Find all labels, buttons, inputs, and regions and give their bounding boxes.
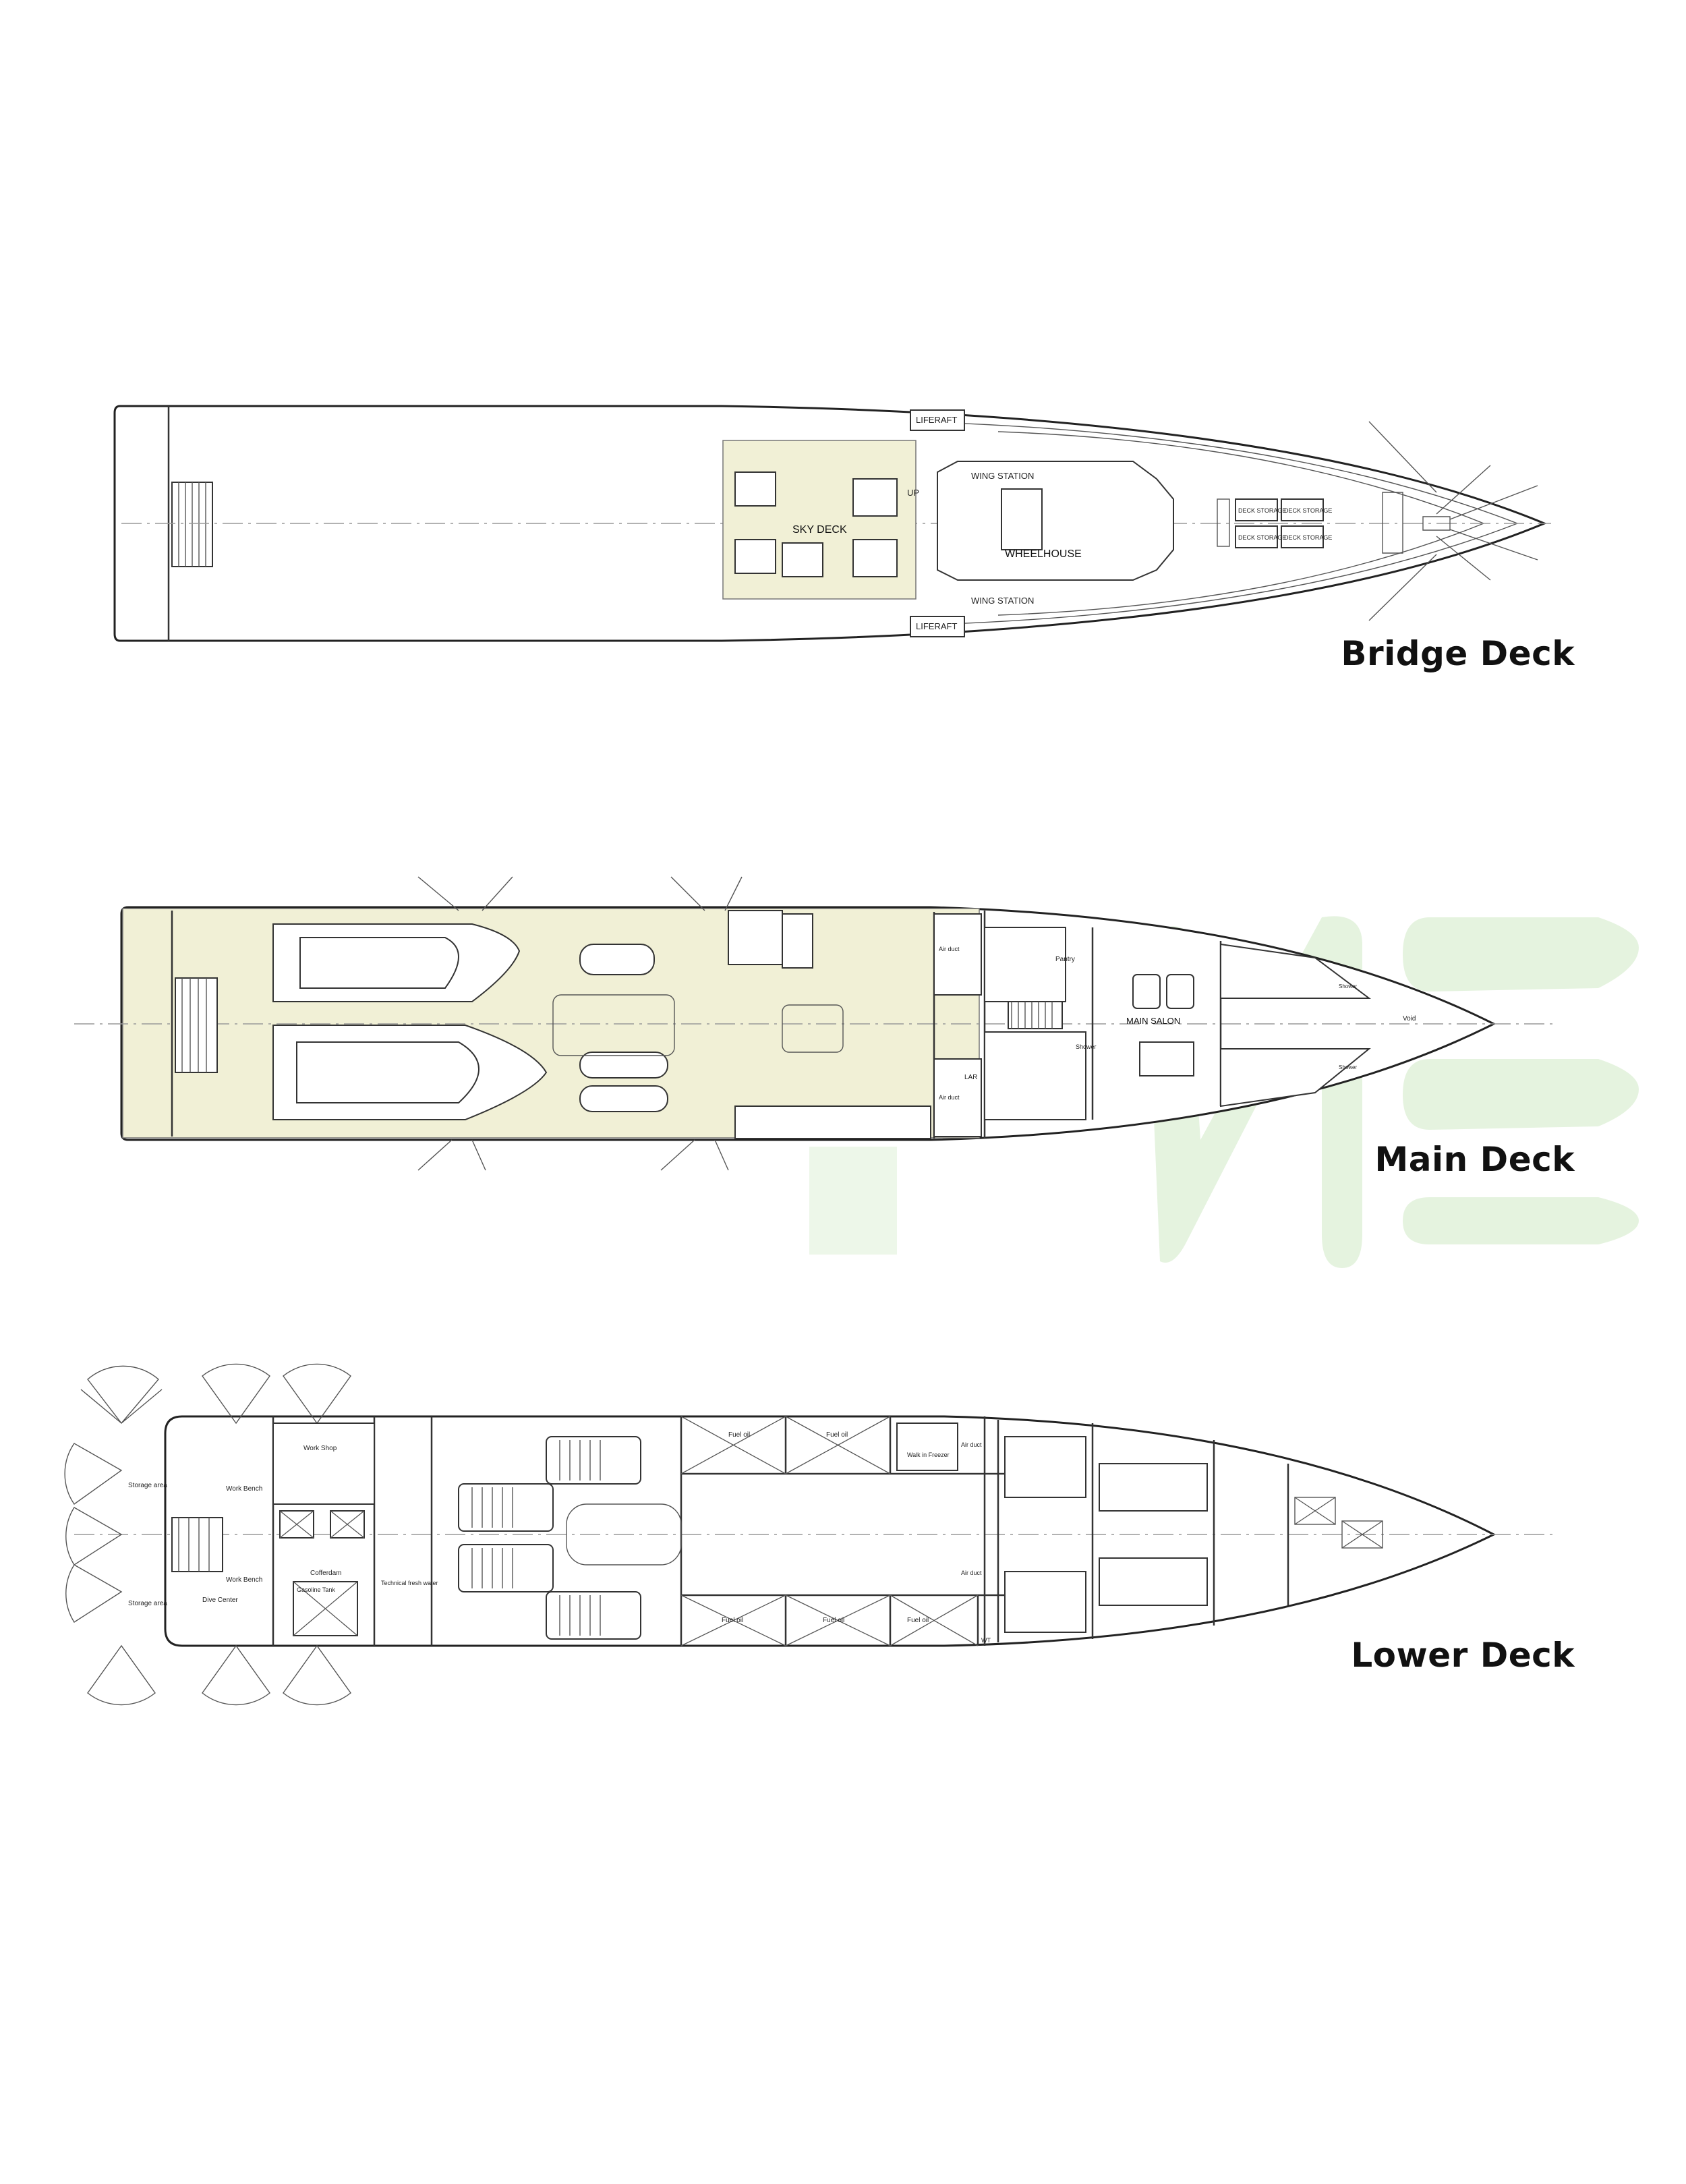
door-swings [64,1363,351,1706]
sky-deck-label: SKY DECK [792,524,847,536]
jetski-1 [579,1052,668,1079]
lower-deck-plan: Storage area Storage area Work Bench Wor… [64,1363,1558,1706]
storage-area-label-starboard: Storage area [128,1600,167,1607]
wheelhouse-label: WHEELHOUSE [1005,548,1082,560]
shower-label-aft: Shower [1076,1043,1097,1050]
lar-label: LAR [964,1074,977,1081]
fuel-oil-label-2: Fuel oil [826,1431,848,1439]
work-shop-label: Work Shop [303,1445,337,1452]
shower-label-starboard: Shower [1339,1064,1357,1070]
wing-station-label-starboard: WING STATION [971,596,1034,606]
liferaft-label-port: LIFERAFT [916,415,957,425]
air-duct-label-lower-port: Air duct [961,1441,982,1448]
void-label: Void [1403,1015,1416,1023]
fuel-oil-label-3: Fuel oil [722,1617,743,1624]
dive-center-label: Dive Center [202,1597,238,1604]
deck-storage-label-1: DECK STORAGE [1238,507,1286,514]
gasoline-tank-label: Gasoline Tank [297,1586,335,1593]
work-bench-label-port: Work Bench [226,1485,262,1493]
deck-storage-label-4: DECK STORAGE [1284,534,1332,541]
air-duct-label-starboard: Air duct [939,1094,960,1101]
jetski-2 [579,1085,668,1112]
up-label: UP [907,488,919,498]
fuel-oil-label-1: Fuel oil [728,1431,750,1439]
bridge-deck-title: Bridge Deck [1341,634,1575,673]
walk-in-freezer-label: Walk in Freezer [907,1452,950,1458]
anchor-lines [1368,421,1538,621]
cofferdam-label: Cofferdam [310,1570,342,1577]
lower-deck-title: Lower Deck [1351,1636,1575,1675]
technical-fresh-water-label: Technical fresh water [381,1580,438,1586]
wt-label: WT [981,1637,991,1644]
fuel-oil-label-4: Fuel oil [823,1617,844,1624]
main-engines [458,1436,682,1640]
mooring-lines-main [417,876,743,1171]
shower-label-port: Shower [1339,983,1357,989]
storage-area-label-port: Storage area [128,1482,167,1489]
fuel-oil-label-5: Fuel oil [907,1617,929,1624]
bridge-stern-stair [171,482,213,567]
bridge-deck-plan: SKY DECK WHEELHOUSE LIFERAFT LIFERAFT WI… [113,405,1551,642]
air-duct-label-lower-starboard: Air duct [961,1570,982,1576]
liferaft-label-starboard: LIFERAFT [916,621,957,631]
wing-station-label-port: WING STATION [971,471,1034,481]
work-bench-label-starboard: Work Bench [226,1576,262,1584]
deck-storage-label-2: DECK STORAGE [1284,507,1332,514]
main-deck-title: Main Deck [1374,1140,1575,1179]
air-duct-label-port: Air duct [939,946,960,952]
deck-storage-label-3: DECK STORAGE [1238,534,1286,541]
main-salon-label: MAIN SALON [1126,1016,1180,1026]
main-deck-plan: Air duct Air duct LAR Pantry Shower MAIN… [74,876,1558,1171]
pantry-label: Pantry [1055,956,1075,963]
